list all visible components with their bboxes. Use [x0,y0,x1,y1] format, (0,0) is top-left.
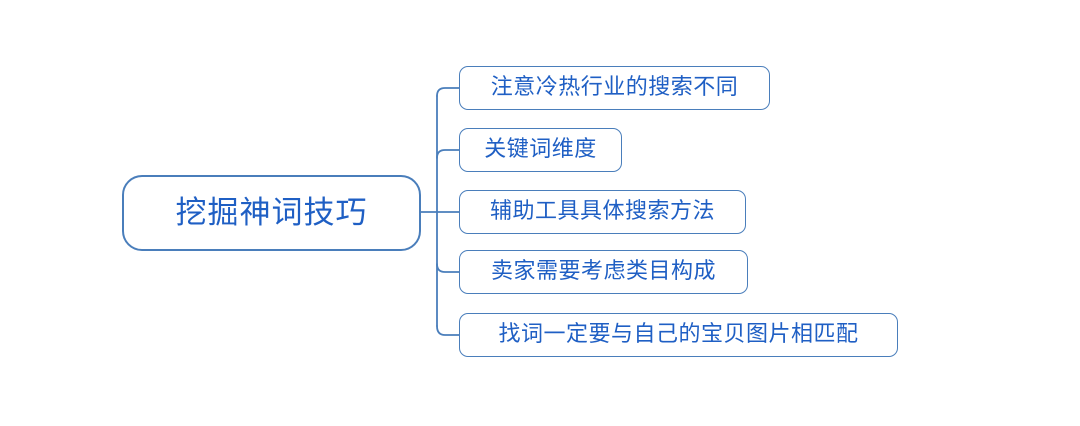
connector-branch-4 [436,325,460,336]
connector-branch-1 [436,149,460,159]
root-node-label: 挖掘神词技巧 [175,194,368,231]
connector-branch-3 [436,263,460,273]
branch-node-match-product-image[interactable]: 找词一定要与自己的宝贝图片相匹配 [459,313,898,357]
branch-node-keyword-dimension[interactable]: 关键词维度 [459,128,622,172]
branch-node-label: 注意冷热行业的搜索不同 [490,75,739,100]
connector-branch-0 [436,87,460,97]
branch-node-label: 辅助工具具体搜索方法 [489,199,715,224]
branch-node-attention-to-industry-search[interactable]: 注意冷热行业的搜索不同 [459,66,770,110]
branch-node-tool-search-method[interactable]: 辅助工具具体搜索方法 [459,190,746,234]
branch-node-label: 找词一定要与自己的宝贝图片相匹配 [498,322,859,347]
branch-node-label: 卖家需要考虑类目构成 [490,259,716,284]
branch-node-label: 关键词维度 [484,137,597,162]
root-node[interactable]: 挖掘神词技巧 [122,175,421,251]
branch-node-seller-category-structure[interactable]: 卖家需要考虑类目构成 [459,250,748,294]
